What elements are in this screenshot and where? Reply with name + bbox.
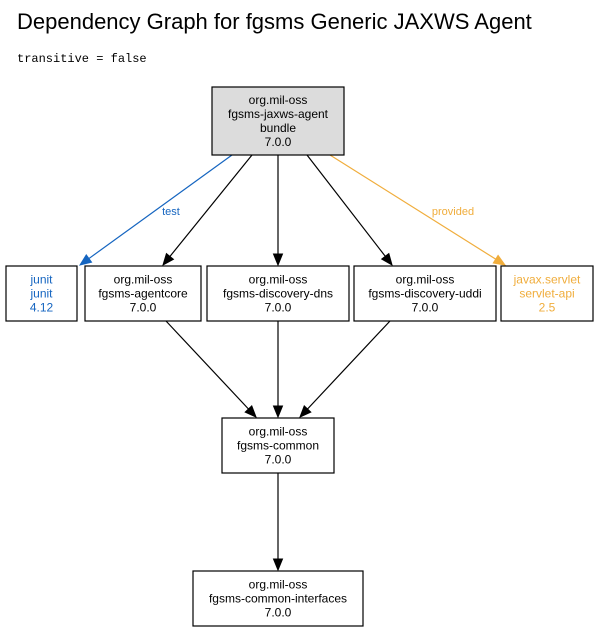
arrowhead-root-to-dns (272, 253, 284, 267)
page-title: Dependency Graph for fgsms Generic JAXWS… (17, 9, 532, 34)
edge-label-test: test (162, 206, 180, 218)
node-label-line: fgsms-discovery-uddi (368, 287, 481, 301)
node-box-interfaces (192, 570, 364, 627)
arrowhead-root-to-servlet (492, 254, 507, 266)
node-label-line: org.mil-oss (249, 578, 308, 592)
arrowhead-root-to-junit (78, 254, 93, 266)
arrowhead-dns-to-common (272, 405, 284, 419)
arrowhead-agentcore-to-common (244, 405, 257, 418)
edge-root-to-uddi (306, 154, 386, 257)
edge-root-to-servlet (329, 154, 497, 260)
arrowhead-root-to-uddi (380, 252, 393, 267)
node-label-line: fgsms-common-interfaces (209, 592, 347, 606)
node-label-line: org.mil-oss (396, 273, 455, 287)
node-label-line: 7.0.0 (265, 453, 292, 467)
node-label-line: 2.5 (539, 301, 556, 315)
node-label-line: fgsms-jaxws-agent (228, 107, 329, 121)
node-label-line: 7.0.0 (130, 301, 157, 315)
node-label-line: 7.0.0 (265, 606, 292, 620)
arrowhead-uddi-to-common (299, 405, 312, 418)
arrowhead-common-to-interfaces (272, 558, 284, 572)
node-label-line: fgsms-common (237, 439, 319, 453)
node-label-line: 7.0.0 (265, 301, 292, 315)
node-box-common (221, 417, 335, 474)
edge-root-to-junit (88, 154, 233, 260)
node-box-servlet (500, 265, 594, 322)
edge-label-provided: provided (432, 206, 474, 218)
edge-uddi-to-common (307, 320, 391, 410)
node-box-dns (206, 265, 350, 322)
node-label-line: org.mil-oss (249, 425, 308, 439)
node-box-uddi (353, 265, 497, 322)
arrowhead-root-to-agentcore (162, 252, 175, 267)
node-box-agentcore (84, 265, 202, 322)
edge-root-to-agentcore (169, 154, 253, 257)
node-label-line: org.mil-oss (249, 93, 308, 107)
node-label-line: 7.0.0 (412, 301, 439, 315)
node-label-line: junit (29, 273, 53, 287)
node-label-line: fgsms-discovery-dns (223, 287, 333, 301)
graph-subtitle: transitive = false (17, 52, 147, 66)
node-label-line: 4.12 (30, 301, 54, 315)
edge-agentcore-to-common (165, 320, 249, 410)
node-box-root (211, 86, 345, 156)
node-label-line: 7.0.0 (265, 135, 292, 149)
node-label-line: org.mil-oss (114, 273, 173, 287)
node-label-line: fgsms-agentcore (98, 287, 188, 301)
node-box-junit (5, 265, 78, 322)
node-label-line: servlet-api (519, 287, 574, 301)
node-label-line: junit (29, 287, 53, 301)
node-label-line: bundle (260, 121, 296, 135)
node-label-line: javax.servlet (513, 273, 581, 287)
node-label-line: org.mil-oss (249, 273, 308, 287)
